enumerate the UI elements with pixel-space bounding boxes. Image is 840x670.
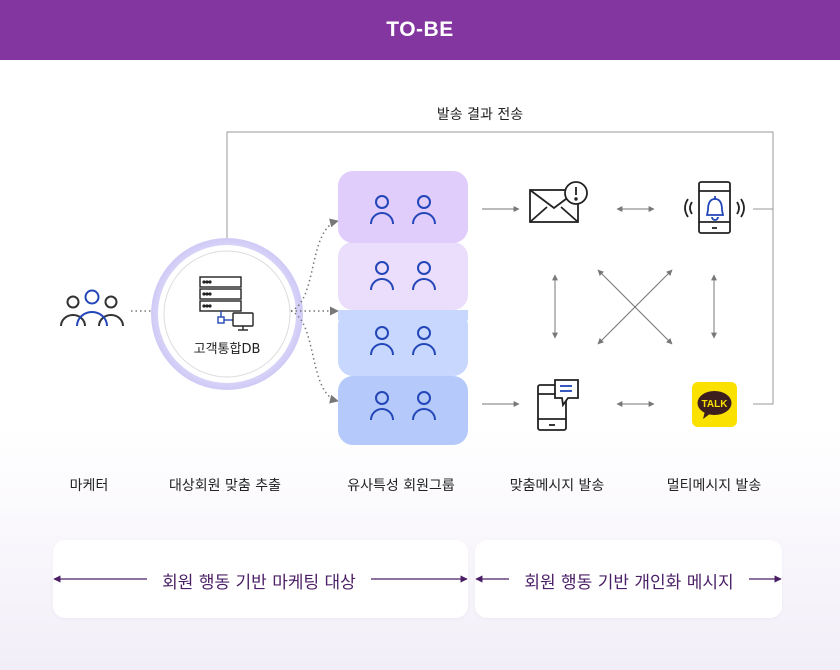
kakaotalk-icon: TALK — [692, 382, 737, 427]
group-person-icons — [370, 195, 436, 421]
column-label-multi-message: 멀티메시지 발송 — [666, 478, 762, 494]
channel-arrows — [552, 206, 717, 407]
feedback-label: 발송 결과 전송 — [436, 107, 524, 123]
column-label-groups: 유사특성 회원그룹 — [347, 478, 455, 494]
db-label: 고객통합DB — [193, 342, 261, 357]
kakaotalk-text: TALK — [702, 399, 729, 410]
column-label-marketer: 마케터 — [69, 478, 109, 494]
marketer-people-icon — [60, 289, 124, 327]
column-label-extraction: 대상회원 맞춤 추출 — [169, 478, 281, 494]
bottom-text-right: 회원 행동 기반 개인화 메시지 — [518, 568, 740, 593]
arrows-db-to-groups — [290, 218, 339, 404]
header-bar: TO-BE — [0, 0, 840, 60]
bottom-text-left: 회원 행동 기반 마케팅 대상 — [156, 568, 362, 593]
column-label-custom-message: 맞춤메시지 발송 — [509, 478, 605, 494]
mobile-notification-icon — [684, 181, 745, 234]
member-groups — [338, 171, 468, 445]
mobile-message-icon — [537, 379, 579, 431]
header-title: TO-BE — [386, 18, 454, 41]
email-alert-icon — [529, 181, 588, 223]
feedback-loop — [224, 131, 774, 405]
server-icon — [199, 276, 254, 331]
customer-db-node — [151, 238, 303, 390]
